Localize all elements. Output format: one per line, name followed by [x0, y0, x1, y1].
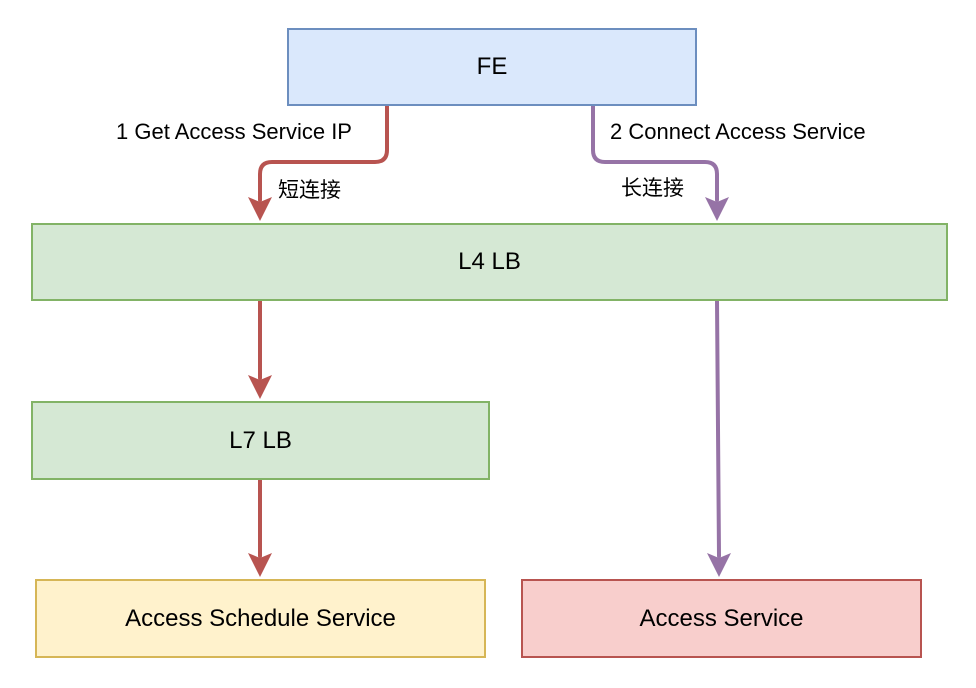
arrowhead-l7-to-schedule — [248, 553, 272, 577]
step2-edge-label: 2 Connect Access Service — [610, 119, 866, 144]
arrowhead-fe-to-l4-short — [248, 197, 272, 221]
l7-lb-node-label: L7 LB — [229, 426, 292, 454]
access-schedule-service-node-label: Access Schedule Service — [125, 604, 396, 632]
access-schedule-service-node[interactable]: Access Schedule Service — [35, 579, 486, 658]
l7-lb-node[interactable]: L7 LB — [31, 401, 490, 480]
l4-lb-node-label: L4 LB — [458, 248, 521, 275]
access-service-node-label: Access Service — [639, 604, 804, 632]
edge-fe-to-l4-short — [258, 104, 389, 202]
step1-short-connection-note: 短连接 — [278, 178, 341, 202]
step2-long-connection-note: 长连接 — [621, 176, 684, 200]
access-service-node[interactable]: Access Service — [521, 579, 922, 658]
edge-l4-to-access — [715, 299, 721, 558]
arrowhead-l4-to-l7 — [248, 375, 272, 399]
arrowhead-fe-to-l4-long — [705, 197, 729, 221]
fe-node-label: FE — [476, 53, 508, 80]
l4-lb-node[interactable]: L4 LB — [31, 223, 948, 301]
arrowhead-l4-to-access — [707, 553, 731, 577]
fe-node[interactable]: FE — [287, 28, 697, 106]
edge-fe-to-l4-long — [591, 104, 719, 202]
step1-edge-label: 1 Get Access Service IP — [116, 119, 352, 144]
